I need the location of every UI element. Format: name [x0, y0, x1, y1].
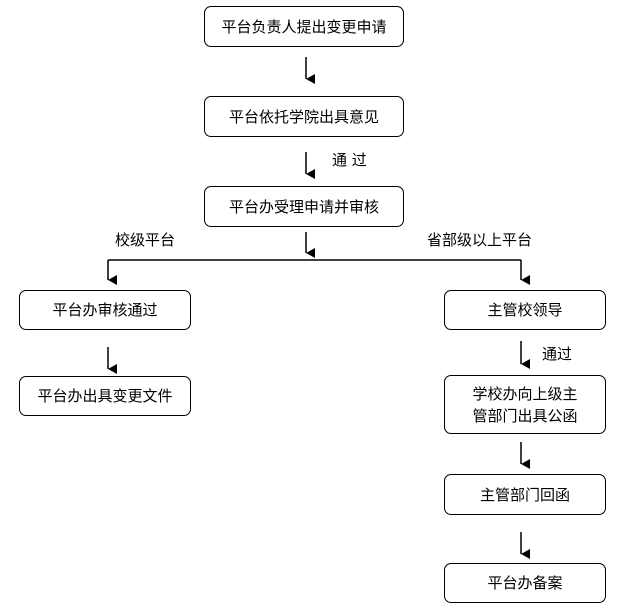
- node-official-letter-line-2: 管部门出具公函: [472, 406, 578, 425]
- node-official-letter-text: 学校办向上级主 管部门出具公函: [472, 383, 577, 427]
- node-office-filing-text: 平台办备案: [487, 574, 563, 592]
- node-authority-reply: 主管部门回函: [444, 474, 606, 515]
- node-office-change-document: 平台办出具变更文件: [19, 376, 191, 416]
- label-pass-1: 通 过: [332, 151, 367, 169]
- label-pass-2: 通过: [542, 345, 573, 363]
- node-college-opinion: 平台依托学院出具意见: [204, 96, 404, 137]
- node-school-leader-text: 主管校领导: [487, 301, 563, 319]
- node-office-filing: 平台办备案: [444, 563, 606, 603]
- node-official-letter: 学校办向上级主 管部门出具公函: [444, 375, 606, 434]
- node-office-review-text: 平台办受理申请并审核: [228, 197, 379, 216]
- node-submit-change-request: 平台负责人提出变更申请: [204, 6, 404, 47]
- node-official-letter-line-1: 学校办向上级主: [472, 384, 578, 403]
- node-office-approved-text: 平台办审核通过: [52, 301, 158, 319]
- node-school-leader: 主管校领导: [444, 290, 606, 330]
- label-provincial-level: 省部级以上平台: [427, 231, 533, 249]
- label-school-level: 校级平台: [115, 231, 176, 249]
- node-college-opinion-text: 平台依托学院出具意见: [228, 107, 379, 126]
- node-office-review: 平台办受理申请并审核: [204, 186, 404, 227]
- node-authority-reply-text: 主管部门回函: [479, 485, 570, 504]
- node-submit-change-request-text: 平台负责人提出变更申请: [221, 17, 387, 36]
- node-office-change-document-text: 平台办出具变更文件: [37, 387, 173, 405]
- node-office-approved: 平台办审核通过: [19, 290, 191, 330]
